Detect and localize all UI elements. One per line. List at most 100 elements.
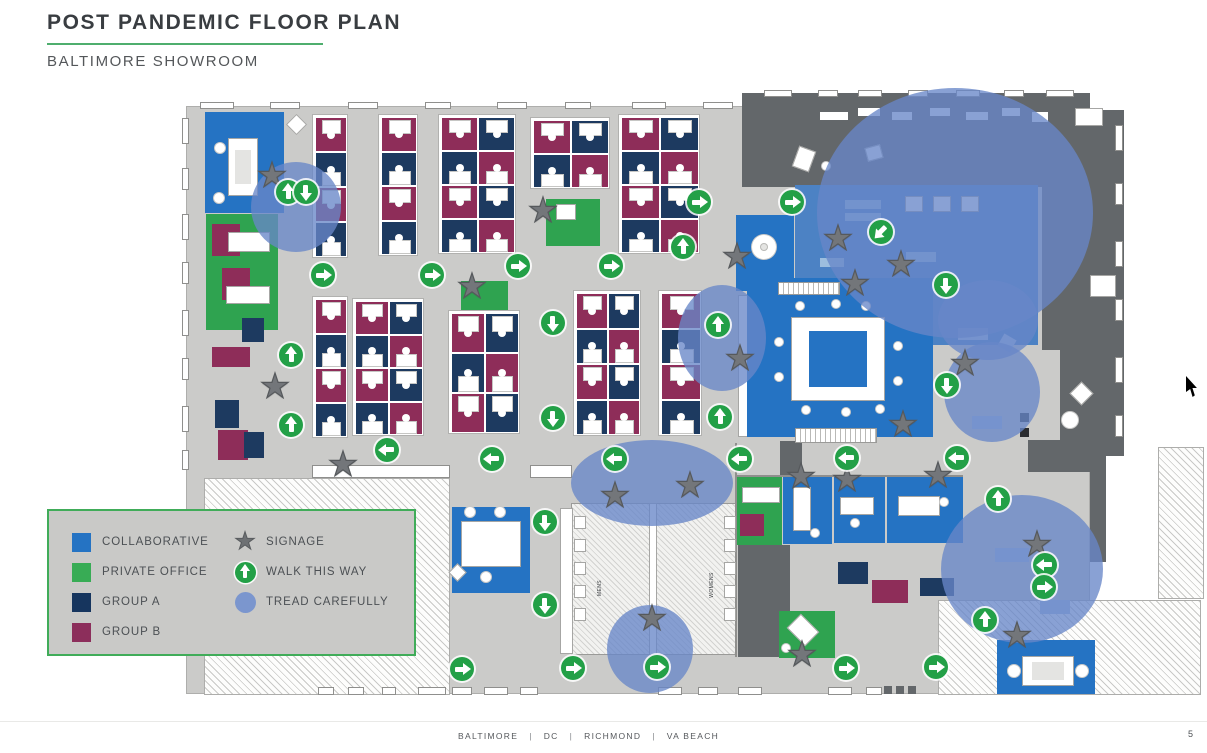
desk [449,170,472,185]
desk [629,170,653,185]
walk-this-way-arrow-icon [294,180,318,204]
blinds [778,282,840,295]
chair [498,409,506,417]
arrow-head [547,324,559,332]
arrow-stem [316,272,325,278]
office1-desk [793,487,811,531]
window [828,687,852,695]
desk [322,353,342,368]
window [1115,357,1123,383]
arrow-stem [303,185,309,194]
furniture-circle [1061,411,1079,429]
desk-cluster [312,296,348,438]
walk-this-way-arrow-icon [541,311,565,335]
walk-this-way-arrow-icon [924,655,948,679]
plan-rect [724,562,736,575]
chair [395,233,403,242]
window [497,102,527,109]
desk-cell [572,155,608,188]
chair [455,232,464,240]
window [703,102,733,109]
furniture-circle [850,518,860,528]
chair [675,130,684,138]
desk-cluster [352,298,424,436]
chair [620,342,628,351]
signage-star-icon: ★ [527,191,559,230]
signage-star-icon: ★ [674,466,706,505]
furniture-circle [893,376,903,386]
arrow-head [547,419,559,427]
desk-cell [622,118,659,150]
chair [636,232,645,240]
walk-this-way-arrow-icon [233,561,257,583]
desk [579,173,603,188]
blinds [795,428,877,443]
room-label: MENS [597,579,603,597]
arrow-head [992,490,1004,498]
tread-zone-1 [251,162,341,252]
footer-separator: | [569,731,574,741]
legend-item-private-office: PRIVATE OFFICE [69,557,209,587]
footer-divider [0,721,1207,722]
plan-rect [556,204,576,220]
tread-zone-5 [607,605,693,693]
color-swatch [71,532,91,552]
furniture-circle [841,407,851,417]
room-label: WOMENS [709,572,715,598]
chair [327,165,335,174]
mouse-cursor [1186,376,1197,397]
furniture-circle [214,142,226,154]
window [452,687,472,695]
footer-separator: | [652,731,656,741]
legend-label: PRIVATE OFFICE [102,566,208,578]
tread-carefully-circle-icon [233,591,257,613]
arrow-stem [511,263,520,269]
window [182,406,189,432]
room-green-b [461,281,508,310]
furniture-circle [801,405,811,415]
furniture-circle [464,506,476,518]
arrow-head [937,661,945,673]
window [1115,183,1123,205]
walk-this-way-arrow-icon [645,655,669,679]
desk-cell [316,300,346,333]
signage-star-icon: ★ [456,267,488,306]
arrow-stem [566,665,575,671]
desk-m4 [218,430,248,460]
arrow-head [300,193,312,201]
desk-cluster [573,290,641,436]
desk [583,348,603,363]
desk-cell [486,314,518,352]
furniture-circle [774,372,784,382]
plan-rect [858,108,880,116]
chair [327,415,335,424]
window [565,102,591,109]
arrow-stem [982,618,988,627]
arrow-head [285,346,297,354]
window [1004,90,1024,97]
desk [629,238,653,253]
furniture-circle [480,571,492,583]
window [348,102,378,109]
chair [402,414,410,423]
desk-cell [390,302,422,334]
chair [620,377,628,386]
chair [455,130,464,138]
window [182,310,189,336]
walk-this-way-arrow-icon [1032,575,1056,599]
signage-star-icon: ★ [786,635,818,674]
window [1115,415,1123,437]
window [182,168,189,190]
signage-star-icon: ★ [327,445,359,484]
walk-this-way-arrow-icon [1033,553,1057,577]
furniture-circle [774,337,784,347]
plan-rect [724,539,736,552]
arrow-head [285,416,297,424]
footer-locations: BALTIMORE|DC|RICHMOND|VA BEACH [458,731,719,741]
arrow-head [1045,581,1053,593]
desk-cell [577,294,607,328]
window [520,687,538,695]
plan-rect [724,608,736,621]
chair [327,130,335,139]
